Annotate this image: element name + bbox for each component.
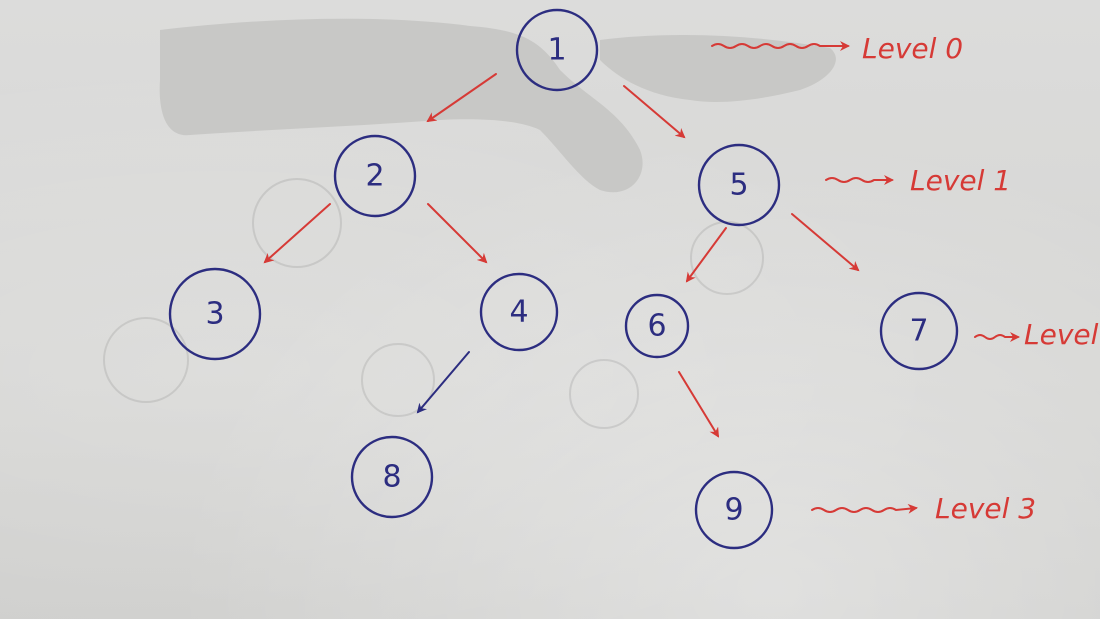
edge-2-4 [427, 203, 488, 264]
level-label: Level 0 [862, 32, 963, 65]
level-label: Level 1 [910, 164, 1011, 197]
edge-4-8 [416, 351, 470, 414]
node-label: 9 [724, 493, 743, 528]
level-label: Level 3 [935, 492, 1036, 525]
tree-node-5: 5 [697, 143, 781, 227]
tree-node-8: 8 [350, 435, 434, 519]
tree-node-3: 3 [168, 267, 262, 361]
node-label: 6 [647, 309, 666, 344]
level-3-annotation: Level 3 [811, 492, 1036, 525]
edges [263, 73, 860, 438]
node-label: 2 [365, 159, 384, 194]
tree-node-1: 1 [515, 8, 599, 92]
tree-node-6: 6 [624, 293, 690, 359]
tree-node-2: 2 [333, 134, 417, 218]
level-label: Level 2 [1024, 318, 1100, 351]
edge-5-7 [791, 213, 860, 272]
edge-2-3 [263, 203, 331, 264]
node-label: 5 [729, 168, 748, 203]
tree-node-9: 9 [694, 470, 774, 550]
tree-node-7: 7 [879, 291, 959, 371]
level-0-annotation: Level 0 [711, 32, 963, 65]
node-label: 4 [509, 295, 528, 330]
edge-1-2 [426, 73, 497, 123]
node-label: 7 [909, 314, 928, 349]
ghost-marks [103, 178, 764, 429]
eraser-smudge [159, 18, 836, 193]
squiggle-arrow [974, 332, 1020, 342]
edge-6-9 [678, 371, 720, 438]
level-1-annotation: Level 1 [825, 164, 1011, 197]
tree-node-4: 4 [479, 272, 559, 352]
squiggle-arrow [711, 41, 850, 51]
edge-5-6 [685, 227, 727, 283]
node-label: 8 [382, 460, 401, 495]
squiggle-arrow [825, 175, 894, 185]
node-label: 3 [205, 297, 224, 332]
edge-1-5 [623, 85, 686, 139]
level-2-annotation: Level 2 [974, 318, 1100, 351]
squiggle-arrow [811, 503, 918, 514]
node-label: 1 [547, 33, 566, 68]
